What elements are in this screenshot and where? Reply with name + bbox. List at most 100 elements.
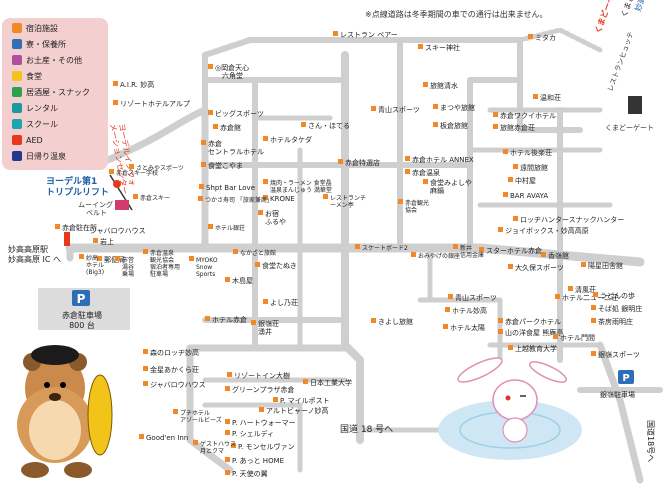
house-icon <box>513 164 518 169</box>
place-hotel-myoko: ホテル妙高 <box>445 306 487 315</box>
house-icon <box>199 184 204 189</box>
place-big-sports: ビッグスポーツ <box>208 109 264 118</box>
place-label: ホテル銀荘 <box>215 224 245 232</box>
place-label: うどんの歩 <box>600 291 635 300</box>
place-label: 中村屋 <box>515 176 536 185</box>
house-icon <box>355 244 360 249</box>
place-label: ホテル太陽 <box>450 323 485 332</box>
school-icon <box>12 119 22 129</box>
place-label: 赤倉 <box>208 139 222 148</box>
place-air-myoko: A.I.R. 妙高 <box>113 80 154 89</box>
kokudo-label: 国道18号へ <box>646 420 656 462</box>
place-resort-inn: リゾートイン大樹 <box>227 371 290 380</box>
place-label: さん・ほてる <box>308 122 350 130</box>
house-icon <box>263 195 268 200</box>
place-label: 新井 <box>460 244 472 252</box>
house-icon <box>423 179 428 184</box>
house-icon <box>189 256 194 261</box>
house-icon <box>323 194 328 199</box>
place-label: P. モンセルヴァン <box>238 442 295 451</box>
house-icon <box>143 349 148 354</box>
place-label: ふるや <box>265 218 286 226</box>
place-label: ホテル赤倉 <box>212 315 247 324</box>
dormitory-icon <box>12 39 22 49</box>
house-icon <box>133 194 138 199</box>
place-hotel-kado: ホテル門間 <box>553 334 595 342</box>
place-label: スキー神社 <box>425 43 460 52</box>
house-icon <box>303 379 308 384</box>
place-label: (Big3) <box>86 269 104 276</box>
house-icon <box>371 318 376 323</box>
place-label: ホテル妙高 <box>452 306 487 315</box>
house-icon <box>498 227 503 232</box>
house-icon <box>251 320 256 325</box>
place-label: 赤倉温泉 <box>412 168 440 177</box>
place-label: お宿 <box>265 209 279 218</box>
place-label: 乗場 <box>122 270 134 278</box>
house-icon <box>225 430 230 435</box>
legend-label: 食堂 <box>26 71 42 81</box>
place-label: おみやげの銀座 <box>418 252 460 260</box>
place-akakura-annex: 赤倉ホテル ANNEX <box>405 155 474 164</box>
house-icon <box>498 329 503 334</box>
legend: 宿泊施設寮・保養所お土産・その他食堂居酒屋・スナックレンタルスクールAED日帰り… <box>2 18 108 170</box>
house-icon <box>479 247 484 252</box>
house-icon <box>513 216 518 221</box>
place-label: 信用金庫 <box>460 251 484 259</box>
house-icon <box>528 34 533 39</box>
place-label: 観光協会 <box>150 256 174 264</box>
legend-label: 居酒屋・スナック <box>26 88 90 97</box>
house-icon <box>258 210 263 215</box>
place-label: リゾートホテルアルプ <box>120 100 190 108</box>
place-kimura-ya: 木島屋 <box>225 276 253 285</box>
onsen-icon <box>12 151 22 161</box>
gift-icon <box>12 55 22 65</box>
house-icon <box>79 254 84 259</box>
house-icon <box>503 192 508 197</box>
place-label: 赤倉温泉 <box>150 249 174 257</box>
place-hotel-ginsou: ホテル銀荘 <box>208 224 245 232</box>
place-hotel-nikokan: ホテル二ュー二荘 <box>555 293 618 302</box>
svg-text:レストランヒュッテ: レストランヒュッテ <box>606 31 635 93</box>
place-goodenin: Good'en Inn <box>139 434 188 442</box>
place-hotel-taiyo: ホテル太陽 <box>443 323 485 332</box>
house-icon <box>508 177 513 182</box>
place-hakone-kan: 遠間旅館 <box>513 163 548 172</box>
place-seirinsou: 清風荘 <box>568 285 596 294</box>
place-star-hotel: スターホテル赤倉 <box>479 246 542 255</box>
place-shpt-bar-love: Shpt Bar Love <box>199 184 255 192</box>
place-label: MYOKO <box>196 257 218 264</box>
house-icon <box>593 292 598 297</box>
place-label: 青山スポーツ <box>455 293 497 302</box>
svg-text:銀嶺駐車場: 銀嶺駐車場 <box>600 390 635 399</box>
place-label: ホテル後楽荘 <box>510 148 552 157</box>
place-label: 食堂たぬき <box>262 261 297 270</box>
place-p-montbell: P. モンセルヴァン <box>231 442 295 451</box>
place-label: 温和荘 <box>540 93 561 102</box>
place-akakura-tokusen: 赤倉特選店 <box>338 158 380 167</box>
place-label: グリーンプラザ赤倉 <box>232 385 294 394</box>
place-label: よし乃荘 <box>270 298 298 307</box>
place-label: ミタカ <box>535 33 556 42</box>
place-iwagami: 岩上 <box>93 237 114 246</box>
place-yoshiba-so: よし乃荘 <box>263 298 298 307</box>
place-label: KRONE <box>270 195 295 203</box>
house-icon <box>259 407 264 412</box>
place-akakura-ski-school: 赤倉スキー学校 <box>109 169 158 177</box>
house-icon <box>208 224 213 229</box>
place-label: 赤倉スキー学校 <box>116 169 158 177</box>
legend-label: AED <box>26 136 43 145</box>
place-label: 香嶺館 <box>548 251 569 260</box>
place-label: 陽星田舎館 <box>588 261 623 270</box>
house-icon <box>12 23 22 33</box>
house-icon <box>115 256 120 261</box>
place-resort-alp: リゾートホテルアルプ <box>113 100 190 108</box>
place-krone: KRONE <box>263 195 295 203</box>
place-label: スケートボード2 <box>362 244 408 252</box>
place-label: レストラン ベアー <box>340 31 398 39</box>
place-label: 湧井 <box>258 327 272 336</box>
place-hotel-goto: ホテル後楽荘 <box>503 148 552 157</box>
place-label: Good'en Inn <box>146 434 188 442</box>
legend-label: 宿泊施設 <box>26 23 58 33</box>
